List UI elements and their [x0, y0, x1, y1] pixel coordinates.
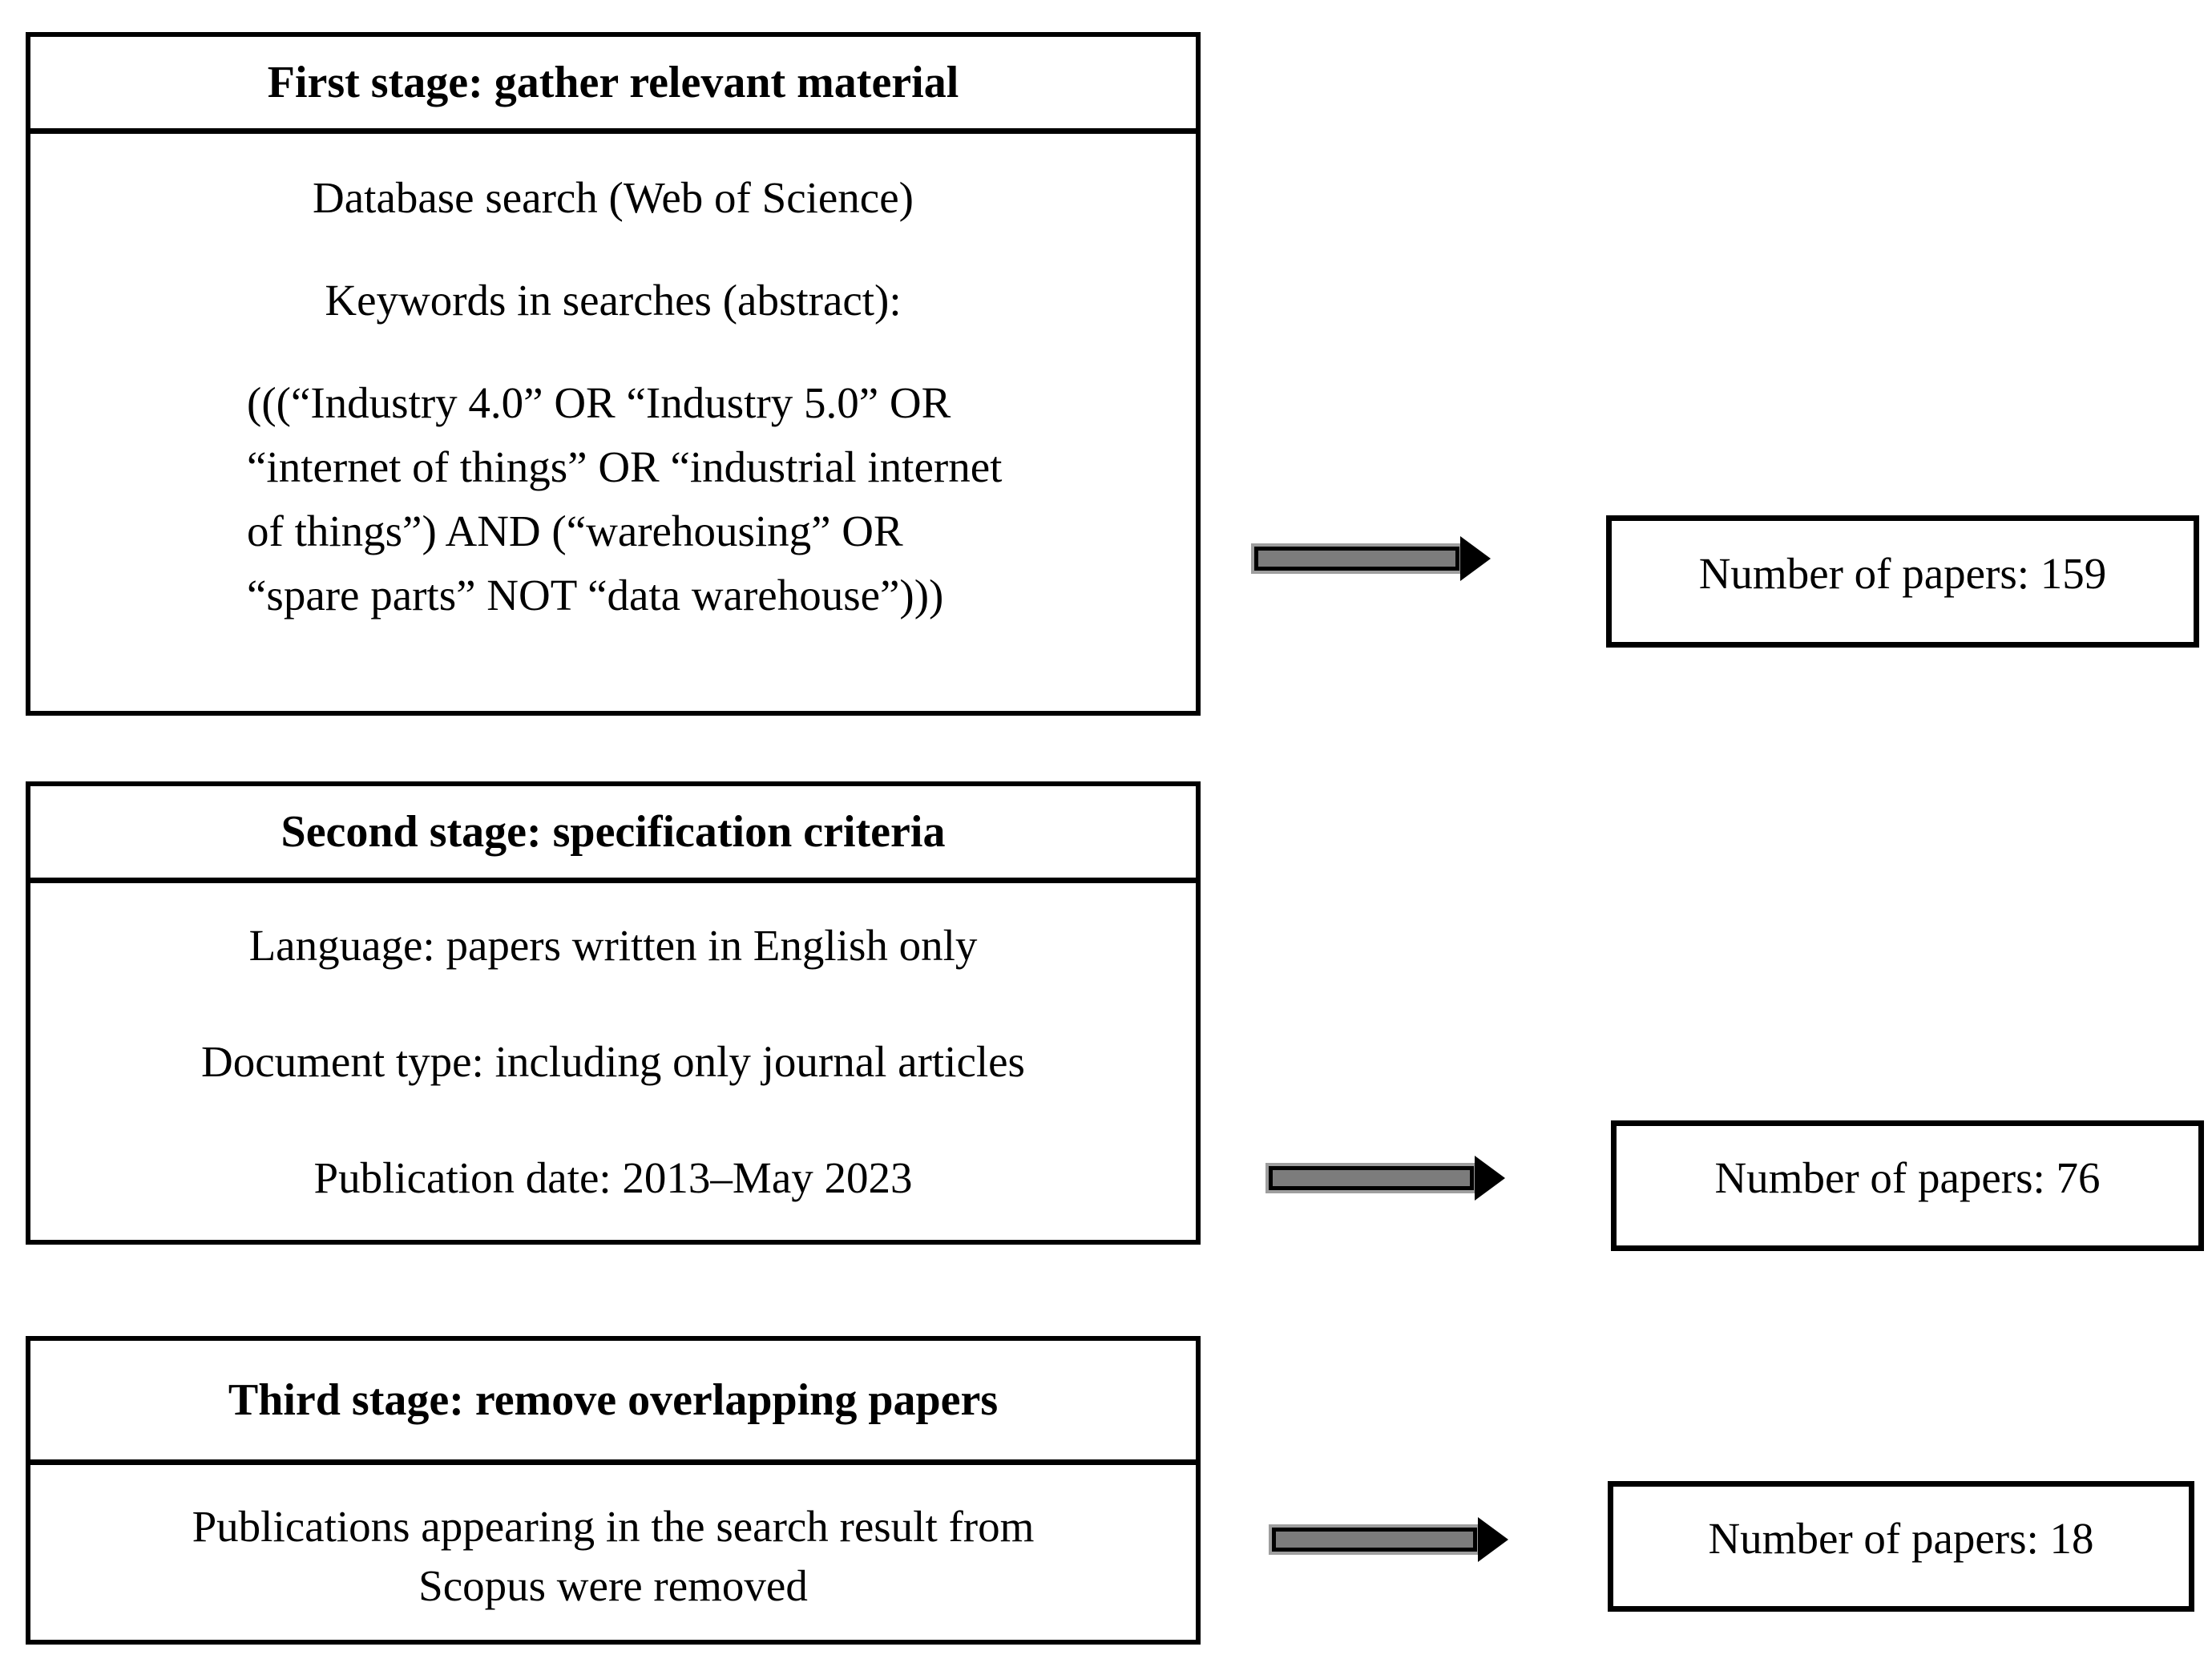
stage3-title: Third stage: remove overlapping papers	[228, 1375, 999, 1425]
stage2-body: Language: papers written in English only…	[30, 883, 1196, 1210]
stage2-publication-date-criterion: Publication date: 2013–May 2023	[313, 1153, 913, 1202]
result-box-2: Number of papers: 76	[1611, 1120, 2204, 1251]
stage2-box: Second stage: specification criteria Lan…	[26, 781, 1201, 1245]
result-box-1: Number of papers: 159	[1606, 515, 2199, 648]
arrow-shaft	[1272, 1528, 1477, 1552]
arrow-head-icon	[1478, 1517, 1508, 1562]
stage1-box: First stage: gather relevant material Da…	[26, 32, 1201, 716]
arrow-shaft	[1269, 1166, 1474, 1190]
arrow-head-icon	[1475, 1156, 1505, 1201]
flow-arrow-1	[1250, 536, 1491, 581]
stage3-body: Publications appearing in the search res…	[30, 1465, 1196, 1616]
stage3-box: Third stage: remove overlapping papers P…	[26, 1336, 1201, 1645]
stage1-keywords-line: Keywords in searches (abstract):	[325, 276, 902, 325]
stage2-header: Second stage: specification criteria	[30, 786, 1196, 883]
stage2-language-criterion: Language: papers written in English only	[248, 921, 978, 970]
flow-arrow-3	[1268, 1517, 1508, 1562]
stage2-title: Second stage: specification criteria	[281, 807, 946, 857]
stage3-removal-note: Publications appearing in the search res…	[192, 1502, 1035, 1610]
result-count-stage3: Number of papers: 18	[1708, 1514, 2094, 1563]
result-count-stage1: Number of papers: 159	[1698, 549, 2107, 598]
result-count-stage2: Number of papers: 76	[1714, 1153, 2101, 1202]
stage1-header: First stage: gather relevant material	[30, 37, 1196, 134]
flow-arrow-2	[1265, 1156, 1505, 1201]
stage3-header: Third stage: remove overlapping papers	[30, 1341, 1196, 1465]
stage1-body: Database search (Web of Science) Keyword…	[30, 134, 1196, 628]
arrow-shaft	[1254, 547, 1459, 571]
result-box-3: Number of papers: 18	[1608, 1481, 2194, 1612]
stage1-database-search-line: Database search (Web of Science)	[313, 173, 914, 222]
arrow-head-icon	[1460, 536, 1491, 581]
stage2-document-type-criterion: Document type: including only journal ar…	[201, 1037, 1025, 1086]
stage1-title: First stage: gather relevant material	[267, 58, 959, 107]
stage1-search-query: (((“Industry 4.0” OR “Industry 5.0” OR “…	[247, 378, 1003, 620]
